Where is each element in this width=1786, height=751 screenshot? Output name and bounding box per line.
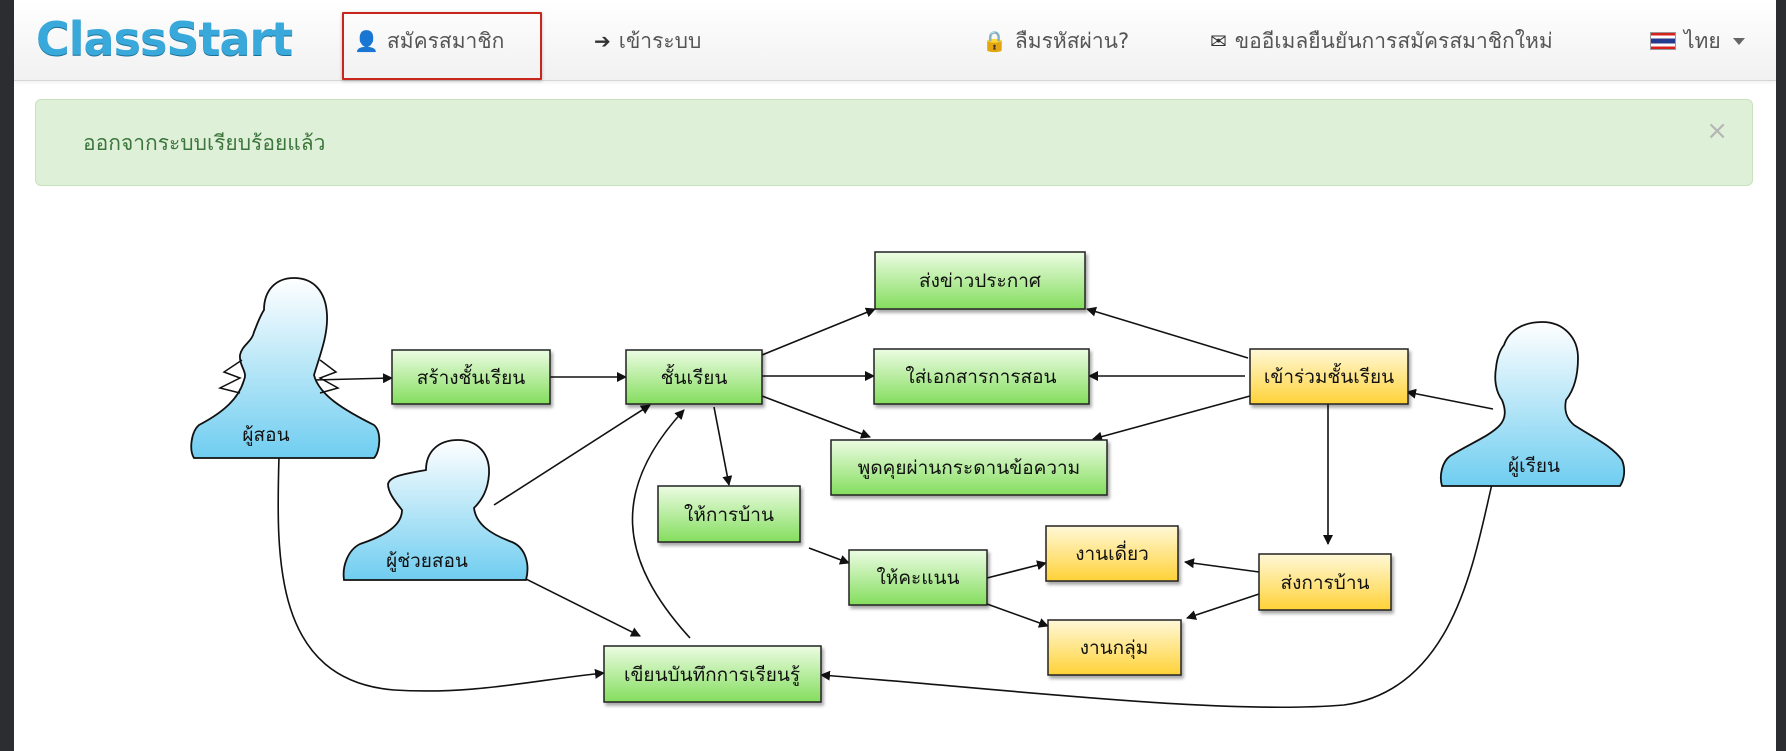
individual-work-node (1045, 525, 1179, 582)
user-icon: 👤 (354, 29, 379, 53)
learning-journal-node (603, 645, 822, 703)
teacher-person-icon: ผู้สอน (190, 277, 381, 459)
join-class-node (1249, 348, 1409, 405)
group-work-label: งานกลุ่ม (1080, 637, 1149, 660)
give-homework-label: ให้การบ้าน (684, 504, 774, 526)
student-nodes (1045, 348, 1409, 676)
upload-materials-label: ใส่เอกสารการสอน (905, 366, 1056, 388)
grade-node (848, 549, 988, 606)
message-board-node (830, 439, 1108, 496)
classroom-node (625, 349, 763, 405)
join-class-label: เข้าร่วมชั้นเรียน (1264, 363, 1394, 388)
announce-node (874, 251, 1086, 310)
forgot-password-link[interactable]: 🔒 ลืมรหัสผ่าน? (982, 26, 1129, 56)
logout-success-alert: ออกจากระบบเรียบร้อยแล้ว × (35, 99, 1753, 186)
alert-message: ออกจากระบบเรียบร้อยแล้ว (83, 131, 326, 155)
login-label: เข้าระบบ (618, 28, 702, 53)
page-frame: ClassStart 👤 สมัครสมาชิก ➔ เข้าระบบ 🔒 ลื… (14, 0, 1776, 751)
envelope-icon: ✉ (1210, 29, 1227, 53)
grade-label: ให้คะแนน (877, 567, 960, 589)
register-label: สมัครสมาชิก (386, 28, 505, 53)
diagram-edges (277, 306, 1494, 709)
upload-materials-node (873, 348, 1090, 405)
assistant-label: ผู้ช่วยสอน (386, 550, 468, 572)
thai-flag-icon (1650, 32, 1676, 50)
close-icon[interactable]: × (1706, 116, 1728, 146)
group-work-node (1047, 619, 1182, 676)
brand-logo[interactable]: ClassStart (36, 12, 293, 66)
teacher-nodes (391, 251, 1108, 703)
create-class-label: สร้างชั้นเรียน (417, 364, 525, 389)
announce-label: ส่งข่าวประกาศ (919, 270, 1041, 292)
login-link[interactable]: ➔ เข้าระบบ (594, 26, 701, 56)
resend-confirmation-label: ขออีเมลยืนยันการสมัครสมาชิกใหม่ (1234, 28, 1553, 53)
assistant-person-icon: ผู้ช่วยสอน (342, 439, 529, 581)
forgot-password-label: ลืมรหัสผ่าน? (1014, 28, 1130, 53)
language-label: ไทย (1684, 28, 1721, 53)
language-dropdown[interactable]: ไทย (1650, 26, 1745, 56)
individual-work-label: งานเดี่ยว (1075, 540, 1149, 565)
learning-journal-label: เขียนบันทึกการเรียนรู้ (624, 664, 800, 686)
resend-confirmation-link[interactable]: ✉ ขออีเมลยืนยันการสมัครสมาชิกใหม่ (1210, 26, 1553, 56)
highlight-annotation-box (342, 12, 542, 80)
navbar: ClassStart 👤 สมัครสมาชิก ➔ เข้าระบบ 🔒 ลื… (14, 0, 1776, 81)
lock-icon: 🔒 (982, 29, 1007, 53)
create-class-node (391, 349, 551, 405)
give-homework-node (657, 485, 801, 543)
submit-homework-node (1258, 553, 1392, 611)
classroom-flow-diagram: สร้างชั้นเรียน ชั้นเรียน ส่งข่าวประกาศ ใ… (190, 251, 1626, 709)
arrow-right-icon: ➔ (594, 29, 611, 53)
register-link[interactable]: 👤 สมัครสมาชิก (354, 26, 504, 56)
classroom-label: ชั้นเรียน (661, 364, 728, 389)
student-person-icon: ผู้เรียน (1439, 321, 1626, 487)
chevron-down-icon (1732, 37, 1745, 45)
student-label: ผู้เรียน (1508, 455, 1560, 477)
submit-homework-label: ส่งการบ้าน (1281, 572, 1370, 594)
teacher-label: ผู้สอน (242, 424, 289, 446)
message-board-label: พูดคุยผ่านกระดานข้อความ (858, 457, 1080, 480)
